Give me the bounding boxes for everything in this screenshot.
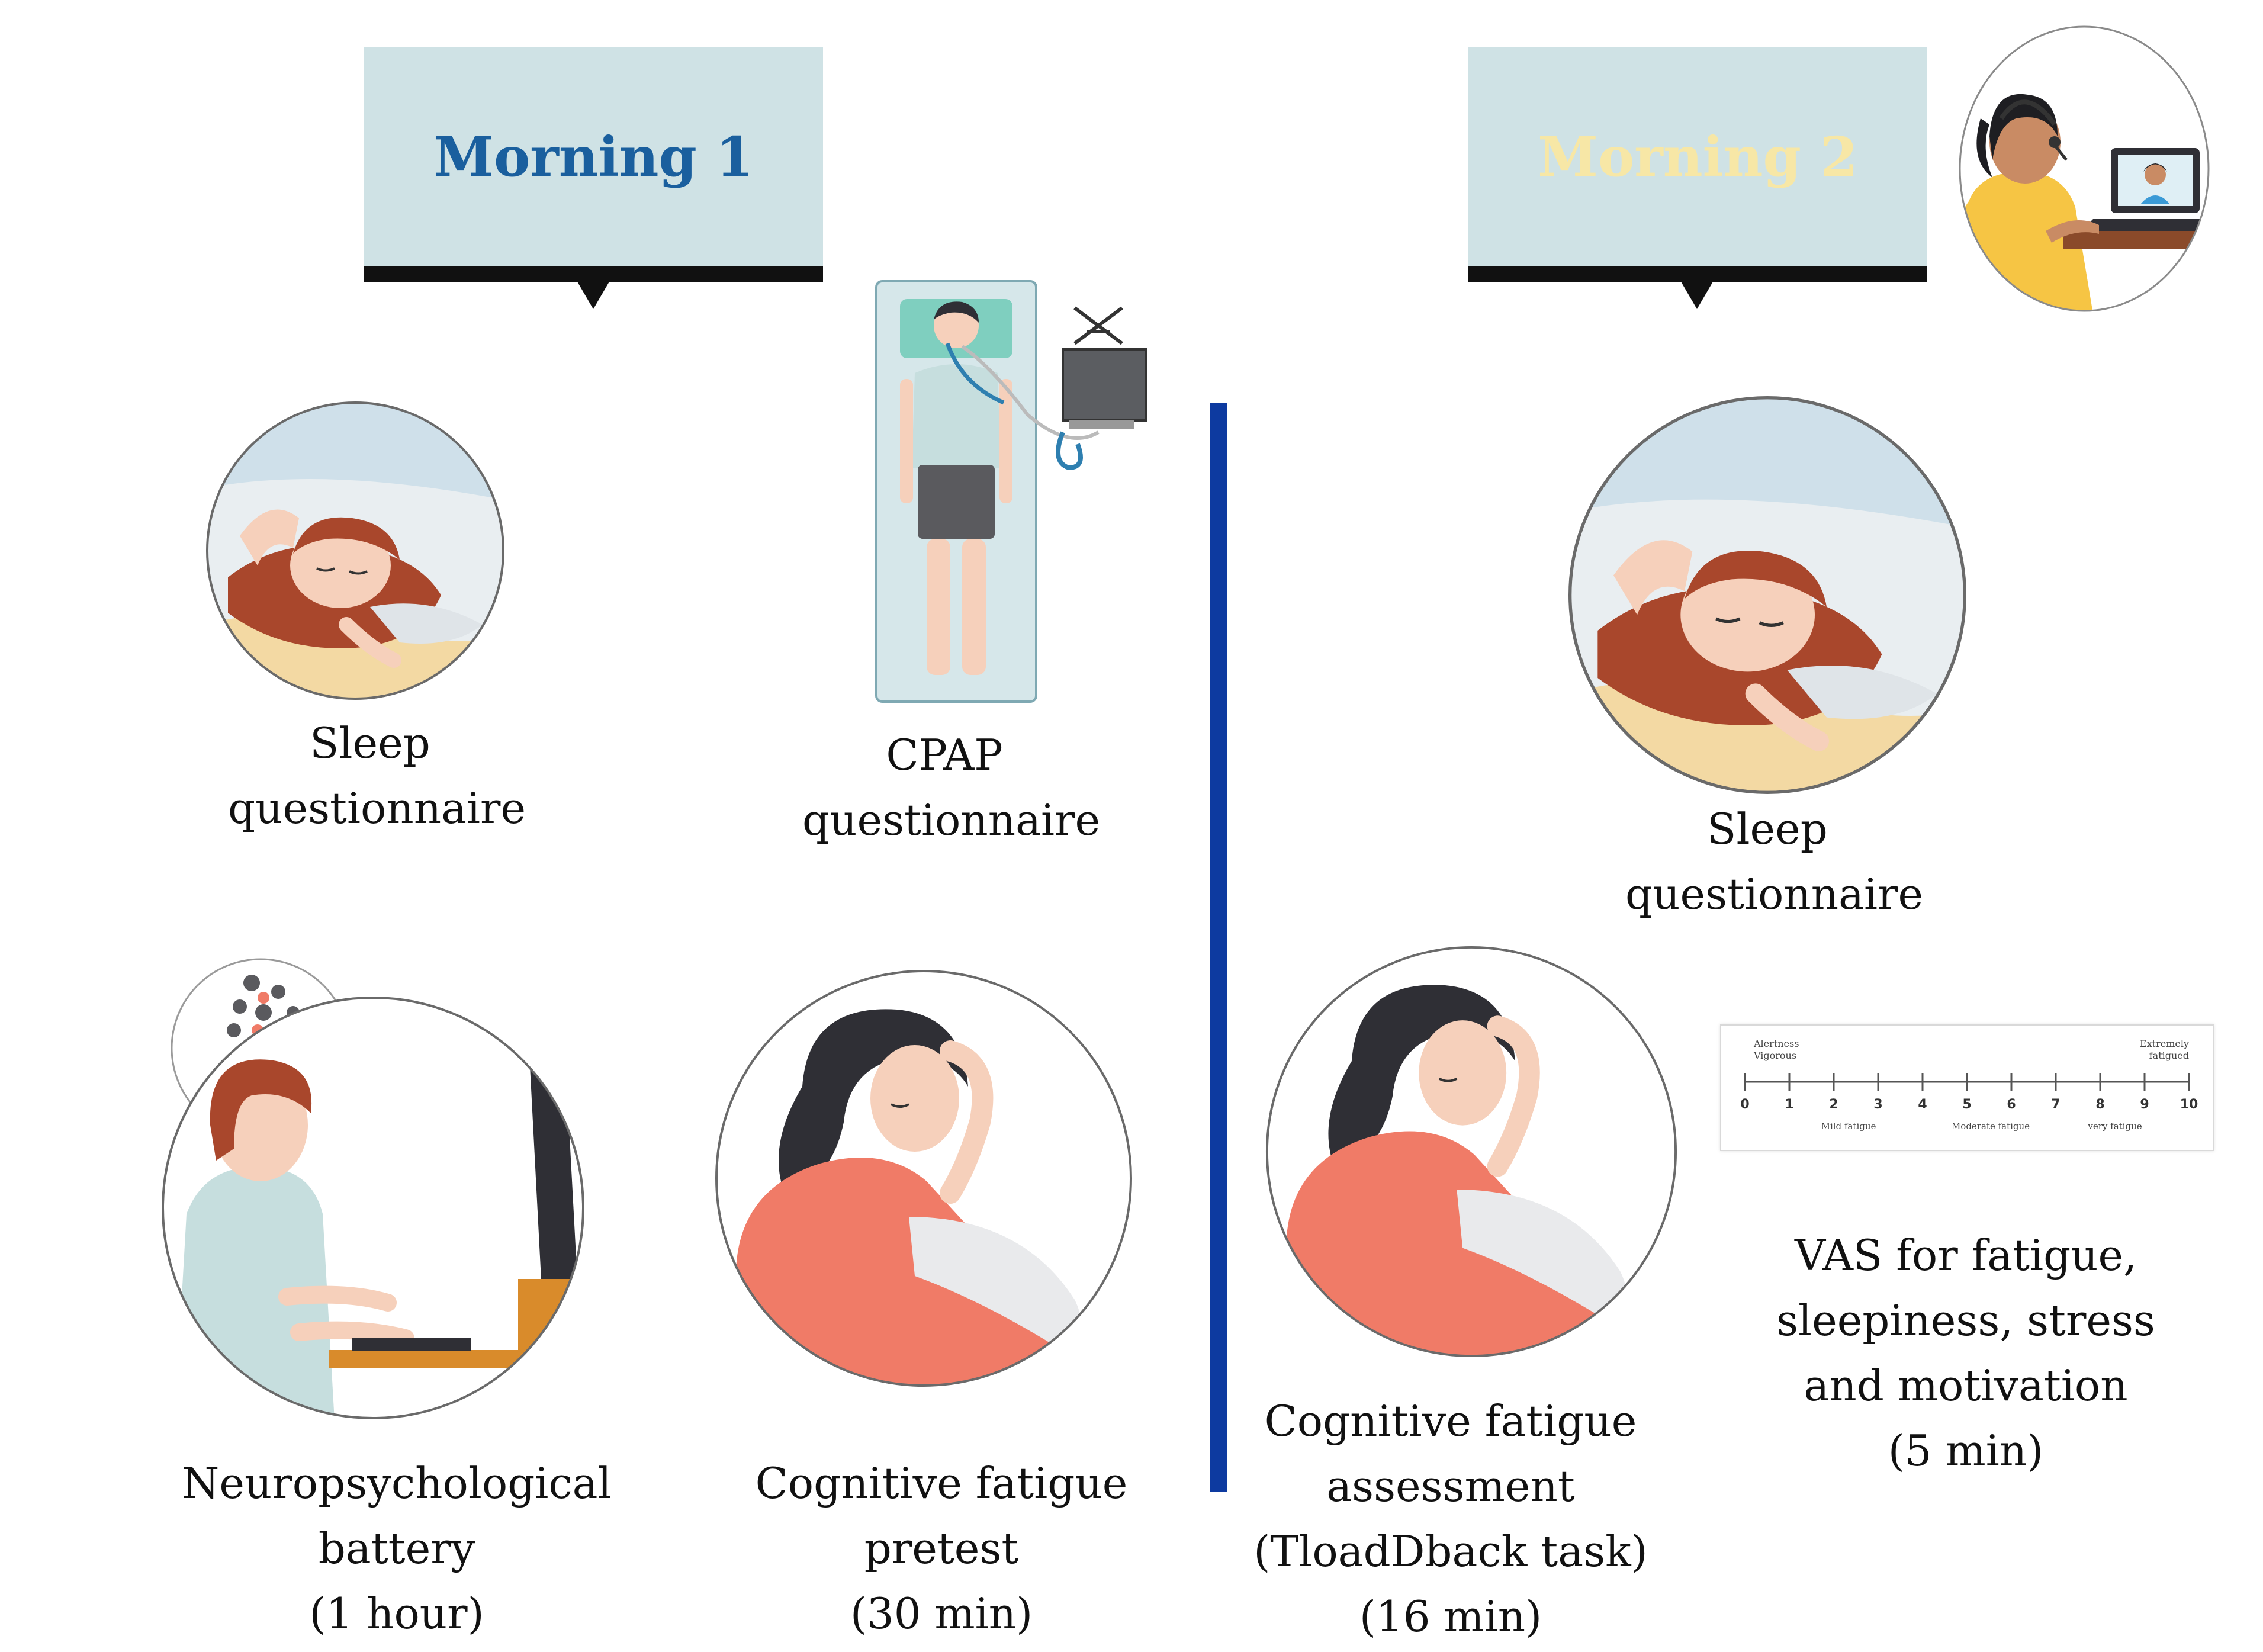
vas-tick-label: 9 [2140,1097,2149,1112]
vas-left-top: Alertness [1753,1038,1799,1049]
caption-line: assessment [1326,1461,1575,1511]
cognitive-fatigue-pretest-caption: Cognitive fatigue pretest (30 min) [740,1451,1143,1646]
caption-line: Neuropsychological [182,1458,612,1508]
caption-line: CPAP [886,730,1003,780]
vas-tick-label: 6 [2007,1097,2016,1112]
vas-right-bottom: fatigued [2149,1050,2189,1061]
sleep-questionnaire-1-caption: Sleep questionnaire [228,711,526,841]
morning-1-pointer [577,281,610,309]
vas-tick-label: 10 [2180,1097,2198,1112]
caption-line: Sleep [310,718,430,768]
vas-right-top: Extremely [2140,1038,2189,1049]
vas-tick-label: 8 [2095,1097,2104,1112]
video-call-icon [1959,25,2210,312]
caption-line: (30 min) [850,1589,1033,1638]
morning-1-header: Morning 1 [364,47,823,266]
vas-tick-label: 0 [1740,1097,1749,1112]
vas-label-very: very fatigue [2087,1121,2142,1132]
caption-line: battery [318,1524,475,1573]
sleeping-woman-icon [1568,396,1966,794]
cognitive-fatigue-assessment-caption: Cognitive fatigue assessment (TloadDback… [1249,1389,1652,1649]
vas-tick-label: 1 [1785,1097,1793,1112]
caption-line: and motivation [1804,1361,2128,1410]
cpap-patient-icon [875,280,1147,703]
morning-1-header-bar [364,266,823,282]
vas-scale: Alertness Vigorous Extremely fatigued 0 1… [1740,1038,2198,1132]
caption-line: (16 min) [1359,1592,1542,1641]
caption-line: questionnaire [1625,869,1924,919]
vas-left-bottom: Vigorous [1753,1050,1796,1061]
vas-scale-card: Alertness Vigorous Extremely fatigued 0 1… [1720,1024,2214,1151]
caption-line: Cognitive fatigue [1264,1396,1637,1446]
vas-label-mild: Mild fatigue [1821,1121,1876,1132]
cpap-questionnaire-caption: CPAP questionnaire [802,722,1101,853]
sleep-questionnaire-2-caption: Sleep questionnaire [1625,796,1924,927]
caption-line: (TloadDback task) [1253,1526,1648,1576]
vas-tick-label: 5 [1962,1097,1971,1112]
vas-tick-label: 2 [1829,1097,1838,1112]
morning-divider [1210,403,1227,1492]
vas-tick-label: 4 [1918,1097,1927,1112]
caption-line: questionnaire [802,795,1101,845]
neuropsychological-battery-caption: Neuropsychological battery (1 hour) [166,1451,628,1646]
caption-line: Cognitive fatigue [755,1458,1128,1508]
morning-2-header-bar [1468,266,1927,282]
morning-2-title: Morning 2 [1538,125,1858,189]
vas-tick-label: 7 [2051,1097,2060,1112]
caption-line: Sleep [1707,804,1828,854]
fatigued-woman-icon [715,970,1132,1387]
morning-2-header: Morning 2 [1468,47,1927,266]
sleeping-woman-icon [206,401,504,700]
caption-line: sleepiness, stress [1776,1296,2155,1345]
caption-line: questionnaire [228,783,526,833]
caption-line: VAS for fatigue, [1794,1230,2137,1280]
vas-label-moderate: Moderate fatigue [1952,1121,2030,1132]
fatigued-woman-icon [1265,946,1677,1358]
caption-line: (5 min) [1888,1426,2044,1476]
caption-line: (1 hour) [309,1589,484,1638]
vas-tick-label: 3 [1873,1097,1882,1112]
caption-line: pretest [864,1524,1019,1573]
morning-1-title: Morning 1 [433,125,754,189]
computer-user-icon [162,958,584,1419]
vas-caption: VAS for fatigue, sleepiness, stress and … [1753,1223,2179,1483]
morning-2-pointer [1680,281,1714,309]
